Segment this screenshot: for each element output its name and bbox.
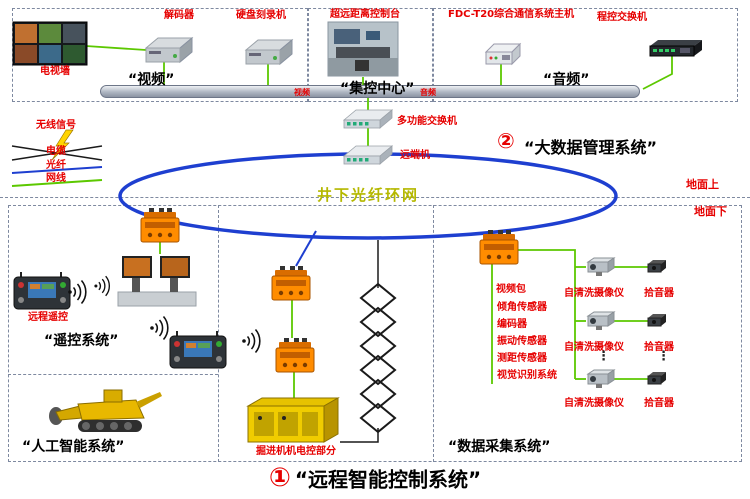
fiber-legend-label: 光纤 (46, 160, 66, 171)
above-ground-label: 地面上 (686, 178, 719, 191)
roadheader-image (49, 389, 162, 432)
remote-unit-icon (343, 145, 393, 165)
wifi-icon (149, 315, 169, 341)
sensor-label-vibration: 振动传感器 (497, 336, 547, 347)
pickup-icon (647, 259, 667, 273)
video-audio-bus-bar (100, 85, 640, 98)
handheld-remote-label: 远程遥控 (28, 312, 68, 323)
multifunction-switch-label: 多功能交换机 (397, 116, 457, 127)
pbx-label: 程控交换机 (597, 12, 647, 23)
substation-mid-upper-icon (271, 265, 311, 301)
audio-section-box (433, 8, 738, 102)
substation-daq-icon (479, 229, 519, 265)
multifunction-switch-icon (343, 109, 393, 129)
daq-system-label: “数据采集系统” (448, 439, 551, 455)
tv-wall-label: 电视墙 (40, 66, 70, 77)
network-cable-lines (85, 45, 673, 400)
machine-control-label: 掘进机机电控部分 (256, 446, 336, 457)
bus-video-tag: 视频 (294, 88, 310, 97)
sensor-label-encoder: 编码器 (497, 319, 527, 330)
decoder-label: 解码器 (164, 10, 194, 21)
machine-control-box-icon (246, 397, 340, 443)
bigdata-number: ② (497, 129, 515, 153)
audio-section-label: “音频” (543, 72, 590, 88)
wifi-icon (241, 328, 261, 354)
remote-unit-label: 远端机 (400, 150, 430, 161)
camera-icon (587, 369, 615, 389)
fiber-legend-line (11, 166, 103, 174)
control-center-label: “集控中心” (340, 81, 415, 97)
pbx-switch-icon (649, 40, 702, 57)
sensor-label-ranging: 测距传感器 (497, 353, 547, 364)
bus-audio-tag: 音频 (420, 88, 436, 97)
lightning-icon (51, 129, 74, 161)
hdd-recorder-icon (245, 39, 293, 65)
pickup-icon (647, 371, 667, 385)
ai-section-divider (8, 374, 218, 375)
wifi-icon (67, 279, 87, 305)
sensor-label-tilt: 倾角传感器 (497, 302, 547, 313)
fdc-host-icon (484, 42, 522, 66)
camera-label-1: 自清洗摄像仪 (564, 288, 624, 299)
footer-system-title: “远程智能控制系统” (294, 467, 482, 492)
tv-wall-image (12, 21, 88, 66)
control-center-box (308, 8, 433, 102)
remote-section-divider (218, 205, 219, 462)
bigdata-system-label: “大数据管理系统” (524, 138, 658, 157)
operator-console-image (117, 256, 197, 307)
daq-section-divider (433, 205, 434, 462)
pickup-ellipsis: ⋮ (657, 349, 670, 364)
substation-mid-lower-icon (275, 337, 315, 373)
sensor-label-vision: 视觉识别系统 (497, 370, 557, 381)
camera-ellipsis: ⋮ (597, 349, 610, 364)
below-ground-label: 地面下 (694, 205, 727, 218)
ai-system-label: “人工智能系统” (22, 439, 125, 455)
fiber-ring-label: 井下光纤环网 (316, 186, 420, 204)
network-legend-line (11, 179, 103, 187)
surface-divider-line (0, 197, 750, 198)
footer-title: ①“远程智能控制系统” (0, 463, 750, 493)
camera-label-3: 自清洗摄像仪 (564, 398, 624, 409)
fdc-host-label: FDC-T20综合通信系统主机 (448, 9, 575, 20)
wireless-signal-label: 无线信号 (36, 120, 76, 131)
wifi-icon (93, 275, 111, 297)
underground-box (8, 205, 742, 462)
camera-icon (587, 311, 615, 331)
console-label: 超远距离控制台 (330, 9, 400, 20)
cable-chain (359, 282, 397, 434)
pickup-label-1: 拾音器 (644, 288, 674, 299)
pickup-label-3: 拾音器 (644, 398, 674, 409)
recorder-label: 硬盘刻录机 (236, 10, 286, 21)
camera-icon (587, 257, 615, 277)
video-pack-label: 视频包 (496, 284, 526, 295)
camera-label-2: 自清洗摄像仪 (564, 342, 624, 353)
substation-remote-icon (140, 207, 180, 243)
handheld-remote-icon (13, 271, 71, 310)
cable-legend-label: 电缆 (46, 146, 66, 157)
network-legend-label: 网线 (46, 173, 66, 184)
footer-number: ① (268, 463, 291, 493)
video-section-label: “视频” (128, 72, 175, 88)
remote-system-label: “遥控系统” (44, 333, 119, 349)
pickup-label-2: 拾音器 (644, 342, 674, 353)
decoder-icon (145, 37, 193, 63)
pickup-icon (647, 313, 667, 327)
control-console-image (327, 21, 399, 77)
handheld-remote2-icon (169, 330, 227, 369)
